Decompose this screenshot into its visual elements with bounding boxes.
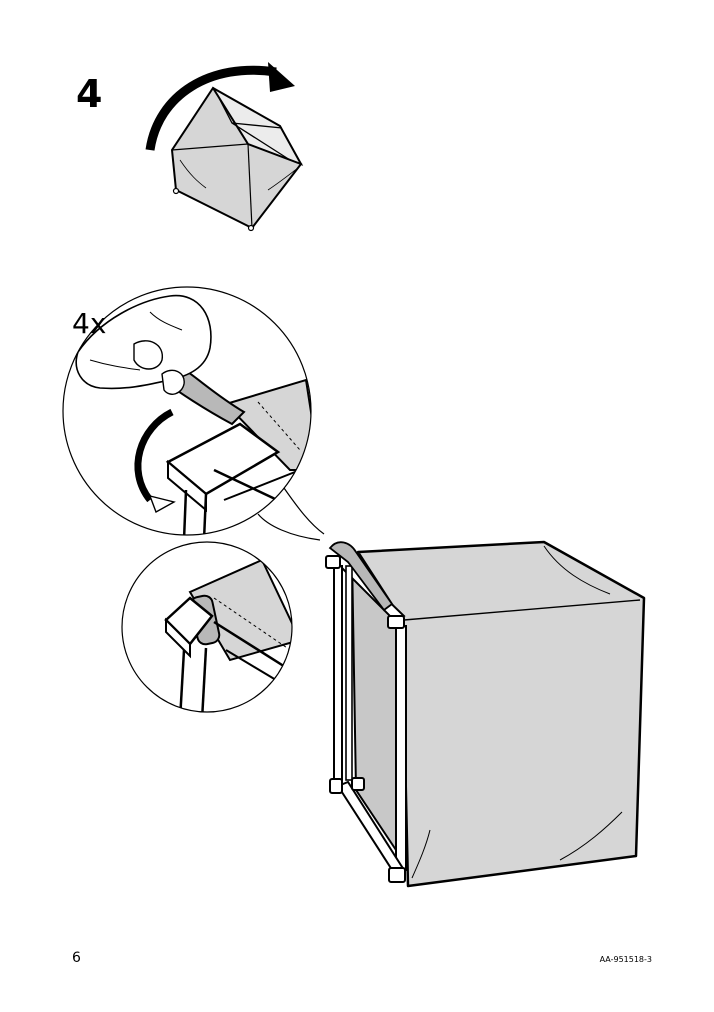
rotate-arrow-icon [145, 65, 277, 151]
strap-detail-illustration [62, 286, 325, 541]
page-number: 6 [72, 950, 81, 966]
frame-with-cover-illustration [325, 540, 646, 888]
step-number: 4 [76, 72, 103, 116]
flip-box-illustration [145, 62, 304, 232]
document-code: AA-951518-3 [599, 955, 652, 964]
strap-secured-detail-illustration [121, 541, 293, 713]
quantity-label: 4x [72, 307, 107, 340]
rotate-arrow-head [268, 62, 295, 92]
